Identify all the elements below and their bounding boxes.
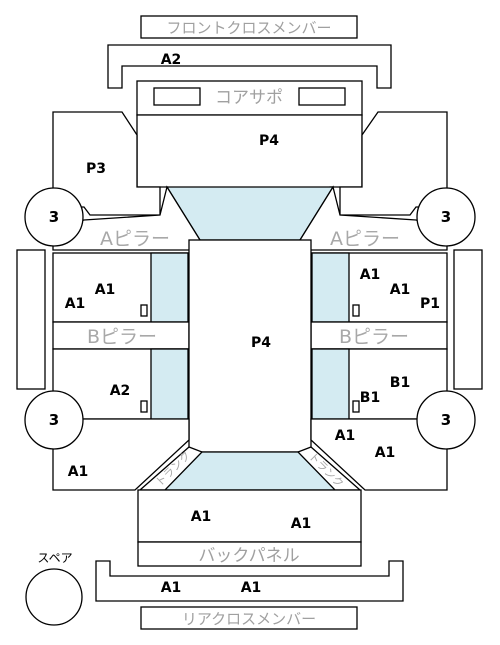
- right-side-sill: [453, 249, 483, 390]
- wheel-front-left-label: 3: [49, 208, 59, 226]
- grade-right-quarter-b: A1: [375, 445, 396, 461]
- left-front-door-handle: [140, 304, 148, 317]
- grade-trunk-b: A1: [291, 516, 312, 532]
- core-support-right-slot: [298, 87, 346, 106]
- grade-left-front-fender: P3: [86, 161, 106, 177]
- grade-left-front-door-a: A1: [95, 282, 116, 298]
- rear-cross-member-box: [140, 606, 358, 630]
- wheel-front-right-label: 3: [441, 208, 451, 226]
- right-rear-window: [311, 348, 350, 420]
- spare-tire: [25, 568, 83, 626]
- spare-label: スペア: [37, 551, 72, 565]
- grade-trunk-a: A1: [191, 509, 212, 525]
- left-front-window: [150, 252, 189, 323]
- rear-member-bracket: [95, 560, 404, 602]
- back-panel: [137, 541, 362, 567]
- left-rear-window: [150, 348, 189, 420]
- wheel-rear-left-label: 3: [49, 411, 59, 429]
- back-panel-label: バックパネル: [198, 546, 299, 566]
- wheel-front-left: [24, 187, 84, 247]
- trunk-lid: [137, 489, 362, 543]
- wheel-front-right: [416, 187, 476, 247]
- front-cross-member-label: フロントクロスメンバー: [166, 19, 331, 37]
- grade-right-front-door-b: A1: [390, 282, 411, 298]
- grade-hood: P4: [259, 133, 279, 149]
- right-front-door-handle: [352, 304, 360, 317]
- right-b-pillar-label: Bピラー: [339, 326, 409, 348]
- grade-roof: P4: [251, 335, 271, 351]
- grade-rear-member-a: A1: [161, 580, 182, 596]
- core-support-label: コアサポ: [215, 88, 283, 108]
- right-b-pillar: [310, 321, 448, 350]
- grade-left-quarter: A1: [68, 464, 89, 480]
- roof-panel: [188, 239, 312, 453]
- grade-right-quarter-a: A1: [335, 428, 356, 444]
- grade-right-rear-door-b: B1: [360, 390, 380, 406]
- rear-cross-member-label: リアクロスメンバー: [182, 610, 316, 628]
- wheel-rear-left: [24, 390, 84, 450]
- right-front-window: [311, 252, 350, 323]
- left-a-pillar-label: Aピラー: [100, 228, 170, 250]
- right-rear-door-handle: [352, 400, 360, 413]
- grade-right-rear-door-a: B1: [390, 375, 410, 391]
- grade-rear-member-b: A1: [241, 580, 262, 596]
- left-side-sill: [16, 249, 46, 390]
- front-member-bracket: [107, 44, 392, 89]
- core-support-left-slot: [153, 87, 201, 106]
- grade-left-rear-door: A2: [110, 383, 131, 399]
- front-cross-member-box: [140, 15, 358, 39]
- wheel-rear-right-label: 3: [441, 411, 451, 429]
- grade-left-front-door-b: A1: [65, 296, 86, 312]
- wheel-rear-right: [416, 390, 476, 450]
- right-a-pillar-label: Aピラー: [330, 228, 400, 250]
- left-b-pillar-label: Bピラー: [87, 326, 157, 348]
- grade-right-front-door-c: P1: [420, 296, 440, 312]
- grade-right-front-door-a: A1: [360, 267, 381, 283]
- grade-front-member: A2: [161, 52, 182, 68]
- left-rear-door-handle: [140, 400, 148, 413]
